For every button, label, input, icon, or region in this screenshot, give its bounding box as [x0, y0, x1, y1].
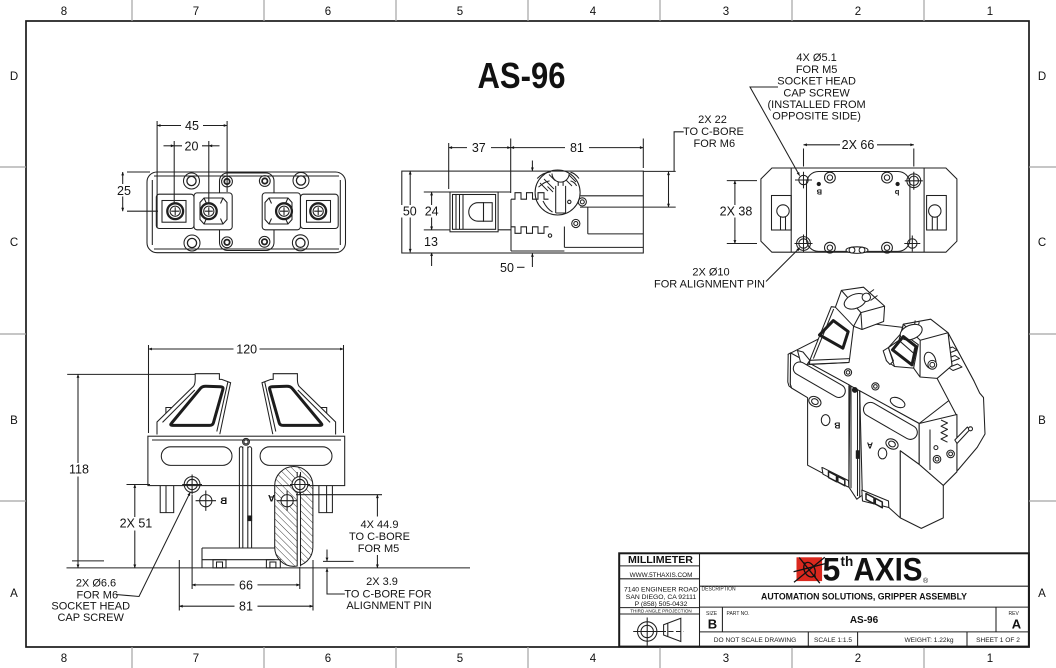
svg-text:TO C-BORE: TO C-BORE [683, 126, 744, 138]
svg-text:4X Ø5.1: 4X Ø5.1 [796, 52, 836, 64]
svg-text:5: 5 [457, 653, 463, 665]
svg-text:3: 3 [723, 653, 729, 665]
svg-text:45: 45 [185, 119, 199, 133]
svg-text:D: D [10, 71, 18, 83]
svg-text:A: A [867, 441, 873, 451]
svg-text:DO NOT SCALE DRAWING: DO NOT SCALE DRAWING [714, 637, 796, 644]
svg-text:(INSTALLED FROM: (INSTALLED FROM [767, 99, 865, 111]
svg-text:8: 8 [61, 6, 67, 18]
svg-text:81: 81 [570, 141, 584, 155]
svg-text:C: C [10, 237, 18, 249]
svg-text:AUTOMATION SOLUTIONS, GRIPPER: AUTOMATION SOLUTIONS, GRIPPER ASSEMBLY [761, 590, 968, 601]
svg-text:24: 24 [425, 205, 439, 219]
svg-text:A: A [1038, 588, 1046, 600]
svg-text:7: 7 [193, 653, 199, 665]
svg-text:FOR M6: FOR M6 [694, 138, 736, 150]
svg-text:OPPOSITE SIDE): OPPOSITE SIDE) [772, 111, 861, 123]
svg-text:A: A [1012, 617, 1022, 632]
svg-text:SAN DIEGO, CA 92111: SAN DIEGO, CA 92111 [626, 594, 697, 601]
svg-text:WEIGHT: 1.22kg: WEIGHT: 1.22kg [904, 637, 953, 644]
svg-text:ALIGNMENT PIN: ALIGNMENT PIN [346, 600, 431, 612]
svg-text:20: 20 [185, 139, 199, 153]
svg-text:D: D [1038, 71, 1046, 83]
svg-text:2X Ø6.6: 2X Ø6.6 [76, 578, 116, 590]
svg-text:2X 51: 2X 51 [120, 517, 153, 531]
svg-text:6: 6 [325, 653, 331, 665]
svg-text:FOR M5: FOR M5 [796, 64, 838, 76]
svg-text:2X Ø10: 2X Ø10 [692, 266, 729, 278]
svg-text:7: 7 [193, 6, 199, 18]
svg-text:AXIS: AXIS [854, 552, 923, 588]
svg-text:120: 120 [236, 343, 257, 357]
svg-text:DESCRIPTION: DESCRIPTION [702, 587, 737, 593]
svg-text:7140 ENGINEER ROAD: 7140 ENGINEER ROAD [624, 587, 698, 594]
svg-text:B: B [220, 496, 227, 507]
svg-text:AS-96: AS-96 [478, 55, 566, 96]
svg-text:WWW.5THAXIS.COM: WWW.5THAXIS.COM [630, 572, 693, 579]
svg-text:118: 118 [69, 463, 89, 477]
svg-text:13: 13 [424, 235, 438, 249]
svg-text:5: 5 [823, 552, 841, 588]
svg-text:FOR M5: FOR M5 [358, 543, 400, 555]
svg-text:2X 3.9: 2X 3.9 [366, 576, 398, 588]
svg-text:8: 8 [61, 653, 67, 665]
svg-text:5: 5 [457, 6, 463, 18]
svg-text:2X 66: 2X 66 [842, 138, 875, 152]
svg-text:4: 4 [590, 6, 597, 18]
svg-text:CAP SCREW: CAP SCREW [783, 87, 850, 99]
svg-text:th: th [841, 554, 854, 569]
svg-text:37: 37 [472, 141, 486, 155]
svg-text:4X 44.9: 4X 44.9 [361, 519, 399, 531]
svg-text:B: B [10, 415, 18, 427]
svg-text:SOCKET HEAD: SOCKET HEAD [51, 601, 130, 613]
svg-text:A: A [268, 492, 275, 503]
svg-text:B: B [834, 420, 840, 430]
svg-text:6: 6 [325, 6, 331, 18]
svg-text:25: 25 [117, 184, 131, 198]
svg-text:TO C-BORE: TO C-BORE [349, 531, 410, 543]
svg-text:P (858) 505-0432: P (858) 505-0432 [635, 601, 688, 608]
svg-text:4: 4 [590, 653, 597, 665]
svg-text:TO C-BORE FOR: TO C-BORE FOR [344, 589, 431, 601]
svg-text:SOCKET HEAD: SOCKET HEAD [777, 76, 856, 88]
svg-text:SHEET 1 OF 2: SHEET 1 OF 2 [976, 637, 1020, 644]
svg-text:B: B [816, 187, 822, 196]
svg-text:FOR ALIGNMENT PIN: FOR ALIGNMENT PIN [654, 278, 765, 290]
svg-text:B: B [708, 617, 717, 632]
svg-text:PART NO.: PART NO. [727, 611, 750, 617]
svg-text:SIZE: SIZE [706, 611, 718, 617]
svg-text:AS-96: AS-96 [850, 615, 879, 626]
svg-text:THIRD ANGLE PROJECTION: THIRD ANGLE PROJECTION [630, 609, 692, 614]
svg-text:REV: REV [1009, 611, 1020, 617]
svg-text:B: B [1038, 415, 1046, 427]
svg-text:CAP SCREW: CAP SCREW [57, 612, 124, 624]
svg-text:2: 2 [855, 6, 861, 18]
svg-text:1: 1 [987, 6, 993, 18]
svg-text:2X 38: 2X 38 [720, 205, 753, 219]
svg-text:SCALE 1:1.5: SCALE 1:1.5 [814, 637, 852, 644]
svg-text:b: b [894, 188, 899, 197]
svg-text:3: 3 [723, 6, 729, 18]
svg-text:50: 50 [403, 205, 417, 219]
svg-text:2: 2 [855, 653, 861, 665]
svg-text:A: A [10, 588, 18, 600]
svg-text:66: 66 [239, 578, 253, 592]
svg-text:2X 22: 2X 22 [698, 114, 727, 126]
svg-text:FOR M6: FOR M6 [77, 590, 119, 602]
svg-text:C: C [1038, 237, 1046, 249]
svg-text:50: 50 [500, 261, 514, 275]
svg-text:1: 1 [987, 653, 993, 665]
svg-text:MILLIMETER: MILLIMETER [628, 554, 693, 566]
svg-text:81: 81 [239, 600, 253, 614]
svg-text:®: ® [923, 577, 929, 585]
